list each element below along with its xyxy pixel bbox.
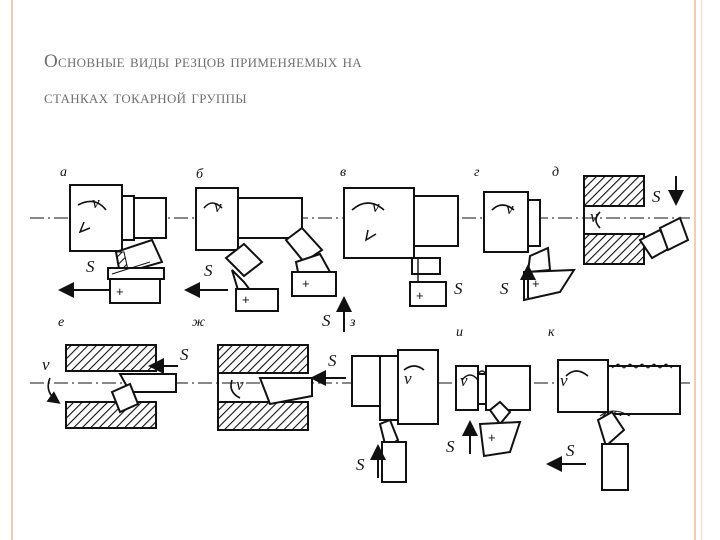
panel-label-e: е <box>58 315 64 330</box>
feed-symbol-z: S <box>356 455 365 474</box>
speed-symbol-d: v <box>590 207 598 226</box>
speed-symbol-b: v <box>214 197 222 216</box>
symbols: v S + v S + + v S + v S + v S v S v S S … <box>42 187 661 474</box>
panel-label-b: б <box>196 167 204 182</box>
feed-symbol-zh: S <box>328 351 337 370</box>
speed-symbol-e: v <box>42 355 50 374</box>
slide-frame-right-inner <box>701 0 702 540</box>
feed-symbol-d: S <box>652 187 661 206</box>
slide-frame-right <box>694 0 696 540</box>
panel-k <box>546 359 681 491</box>
panel-a <box>58 184 167 304</box>
panel-label-a: а <box>60 165 67 180</box>
panel-z <box>351 349 439 483</box>
panel-label-v: в <box>340 165 346 180</box>
panel-g <box>483 191 576 302</box>
feed-symbol-e: S <box>180 345 189 364</box>
plus-sign-b1: + <box>242 292 250 307</box>
feed-symbol-a: S <box>86 257 95 276</box>
feed-symbol-k: S <box>566 441 575 460</box>
panel-label-i: и <box>456 325 463 340</box>
slide-title: Основные виды резцов применяемых на стан… <box>44 44 604 116</box>
panel-labels: а б в г д е ж з и к <box>58 165 559 340</box>
plus-sign-g: + <box>532 276 540 291</box>
speed-symbol-zh: v <box>236 375 244 394</box>
panel-d <box>583 175 690 265</box>
feed-symbol-v: S <box>454 279 463 298</box>
panel-label-g: г <box>474 165 480 180</box>
panel-v <box>336 187 459 332</box>
panel-i <box>455 365 531 458</box>
feed-symbol-i: S <box>446 437 455 456</box>
slide-title-line-2: станках токарной группы <box>44 87 247 108</box>
panel-label-k: к <box>548 325 555 340</box>
speed-symbol-i: v <box>460 371 468 390</box>
speed-symbol-k: v <box>560 371 568 390</box>
speed-symbol-v: v <box>372 197 380 216</box>
speed-symbol-a: v <box>92 193 100 212</box>
speed-symbol-z: v <box>404 369 412 388</box>
plus-sign-a: + <box>116 284 124 299</box>
feed-symbol-z-top: S <box>322 311 331 330</box>
panel-b <box>184 187 337 312</box>
panel-label-d: д <box>552 165 559 180</box>
panel-e <box>46 344 178 429</box>
panel-zh <box>217 344 346 431</box>
plus-sign-v: + <box>416 288 424 303</box>
panel-label-z: з <box>349 315 356 330</box>
feed-symbol-b: S <box>204 261 213 280</box>
panel-label-zh: ж <box>192 315 205 330</box>
plus-sign-i: + <box>488 430 496 445</box>
feed-symbol-g: S <box>500 279 509 298</box>
slide-frame-left <box>11 0 13 540</box>
plus-sign-b2: + <box>302 276 310 291</box>
speed-symbol-g: v <box>506 199 514 218</box>
slide-title-line-1: Основные виды резцов применяемых на <box>44 51 362 72</box>
